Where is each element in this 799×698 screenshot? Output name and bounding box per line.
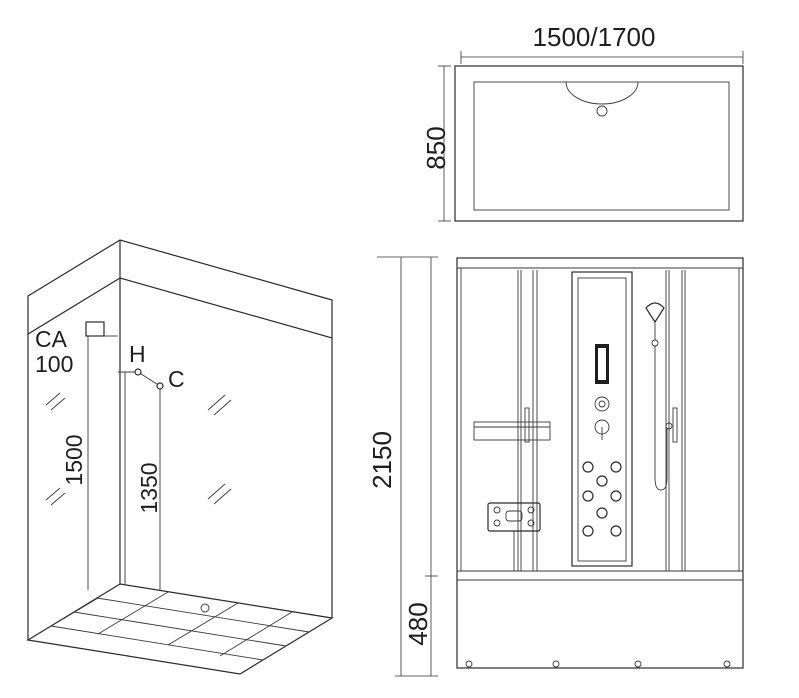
cold-inlet-icon xyxy=(156,382,164,390)
shelf xyxy=(473,421,551,441)
cold-label: C xyxy=(168,366,185,392)
jet-icon xyxy=(596,507,608,519)
hand-shower xyxy=(645,302,673,491)
tray-inner xyxy=(473,81,730,211)
jet-icon xyxy=(610,490,622,502)
tray-height-label: 480 xyxy=(403,602,433,645)
shower-hose xyxy=(654,412,668,491)
cabin-front-outline xyxy=(456,257,744,669)
roof-slab xyxy=(27,239,333,339)
floor-drain-icon xyxy=(200,603,210,613)
jet-icon xyxy=(582,525,594,537)
width-label: 1500/1700 xyxy=(533,22,656,52)
glass-hatch xyxy=(45,392,232,506)
isometric-view: CA 100 H C 1350 1500 xyxy=(26,239,334,675)
depth-label: 850 xyxy=(421,126,451,169)
shower-head-icon xyxy=(645,302,665,324)
hot-label: H xyxy=(129,341,146,367)
foot-icon xyxy=(465,660,473,668)
jet-icon xyxy=(596,475,608,487)
drain-arc xyxy=(565,81,639,105)
floor xyxy=(26,583,334,675)
jet-icon xyxy=(610,525,622,537)
top-view: 1500/1700 850 xyxy=(421,22,744,222)
jet-icon xyxy=(582,461,594,473)
foot-icon xyxy=(634,660,642,668)
outlet-box xyxy=(85,321,105,337)
jet-icon xyxy=(610,461,622,473)
front-view: 2150 480 xyxy=(367,256,744,677)
tray-outline xyxy=(454,65,744,222)
ca-value-label: 100 xyxy=(35,351,73,377)
total-height-label: 2150 xyxy=(367,431,397,489)
valve-height-label: 1350 xyxy=(136,462,162,513)
shower-column xyxy=(571,271,633,567)
jet-icon xyxy=(582,490,594,502)
foot-icon xyxy=(552,660,560,668)
ca-label: CA xyxy=(35,326,68,352)
massage-jets xyxy=(582,461,622,537)
drain-icon xyxy=(596,105,608,117)
outlet-height-label: 1500 xyxy=(61,434,87,485)
right-door-handle xyxy=(672,407,678,443)
hot-inlet-icon xyxy=(134,368,142,376)
selector-knob-icon xyxy=(594,396,610,412)
foot-icon xyxy=(723,660,731,668)
left-door-handle xyxy=(524,407,530,443)
